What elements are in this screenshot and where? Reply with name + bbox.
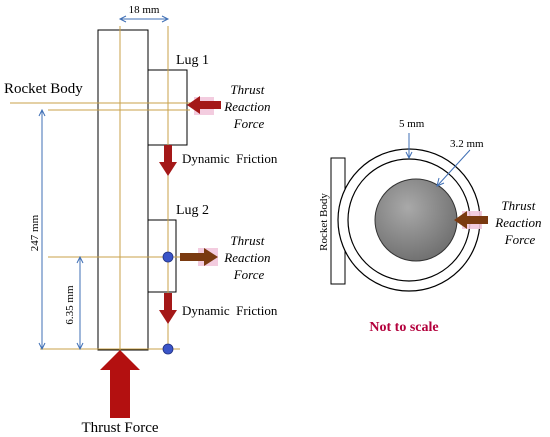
thrust-reaction-arrow-3 bbox=[454, 211, 488, 229]
thrust-reaction-2-line-1: Thrust bbox=[230, 233, 264, 248]
width-label: 18 mm bbox=[129, 4, 160, 16]
lug-2-bottom-marker bbox=[162, 343, 174, 355]
rocket-body-tube bbox=[97, 29, 149, 351]
rocket-body-label-vertical: Rocket Body bbox=[318, 193, 330, 251]
length-dimension bbox=[38, 108, 46, 351]
length-label: 247 mm bbox=[29, 214, 41, 251]
outer-dimension-leader bbox=[405, 133, 413, 160]
rocket-body-label: Rocket Body bbox=[4, 81, 83, 97]
width-dimension bbox=[118, 15, 170, 23]
thrust-reaction-label-2: Thrust Reaction Force bbox=[223, 233, 273, 282]
inner-dimension-leader bbox=[436, 149, 471, 187]
dynamic-friction-arrow-2 bbox=[159, 293, 177, 324]
cross-section-view: Rocket Body 5 mm 3.2 mm Thrust Reaction … bbox=[318, 118, 544, 335]
thrust-reaction-2-line-3: Force bbox=[233, 267, 265, 282]
dynamic-friction-label-1: Dynamic Friction bbox=[182, 151, 278, 166]
inner-dimension-label: 3.2 mm bbox=[450, 138, 484, 150]
thrust-reaction-1-line-1: Thrust bbox=[230, 82, 264, 97]
not-to-scale-note: Not to scale bbox=[369, 320, 438, 335]
thrust-reaction-label-3: Thrust Reaction Force bbox=[494, 198, 544, 247]
lug-1-label: Lug 1 bbox=[176, 53, 209, 68]
thrust-reaction-arrow-1 bbox=[187, 96, 221, 115]
dynamic-friction-label-2: Dynamic Friction bbox=[182, 303, 278, 318]
side-view: 18 mm 247 mm 6.35 mm Rocket Body Lug 1 L… bbox=[4, 4, 278, 436]
thrust-reaction-3-line-1: Thrust bbox=[501, 198, 535, 213]
thrust-reaction-arrow-2 bbox=[180, 248, 218, 266]
thrust-reaction-label-1: Thrust Reaction Force bbox=[223, 82, 273, 131]
lug-2 bbox=[147, 219, 177, 293]
thrust-reaction-1-line-3: Force bbox=[233, 116, 265, 131]
lug-2-label: Lug 2 bbox=[176, 203, 209, 218]
offset-dimension bbox=[76, 255, 84, 351]
dynamic-friction-arrow-1 bbox=[159, 145, 177, 176]
thrust-reaction-3-line-3: Force bbox=[504, 232, 536, 247]
offset-label: 6.35 mm bbox=[64, 285, 76, 325]
launch-rod bbox=[374, 178, 458, 262]
thrust-force-arrow bbox=[100, 350, 140, 418]
outer-dimension-label: 5 mm bbox=[399, 118, 425, 130]
thrust-reaction-3-line-2: Reaction bbox=[494, 215, 541, 230]
thrust-force-label: Thrust Force bbox=[81, 420, 158, 436]
thrust-reaction-1-line-2: Reaction bbox=[223, 99, 270, 114]
lug-2-top-marker bbox=[162, 251, 174, 263]
thrust-reaction-2-line-2: Reaction bbox=[223, 250, 270, 265]
